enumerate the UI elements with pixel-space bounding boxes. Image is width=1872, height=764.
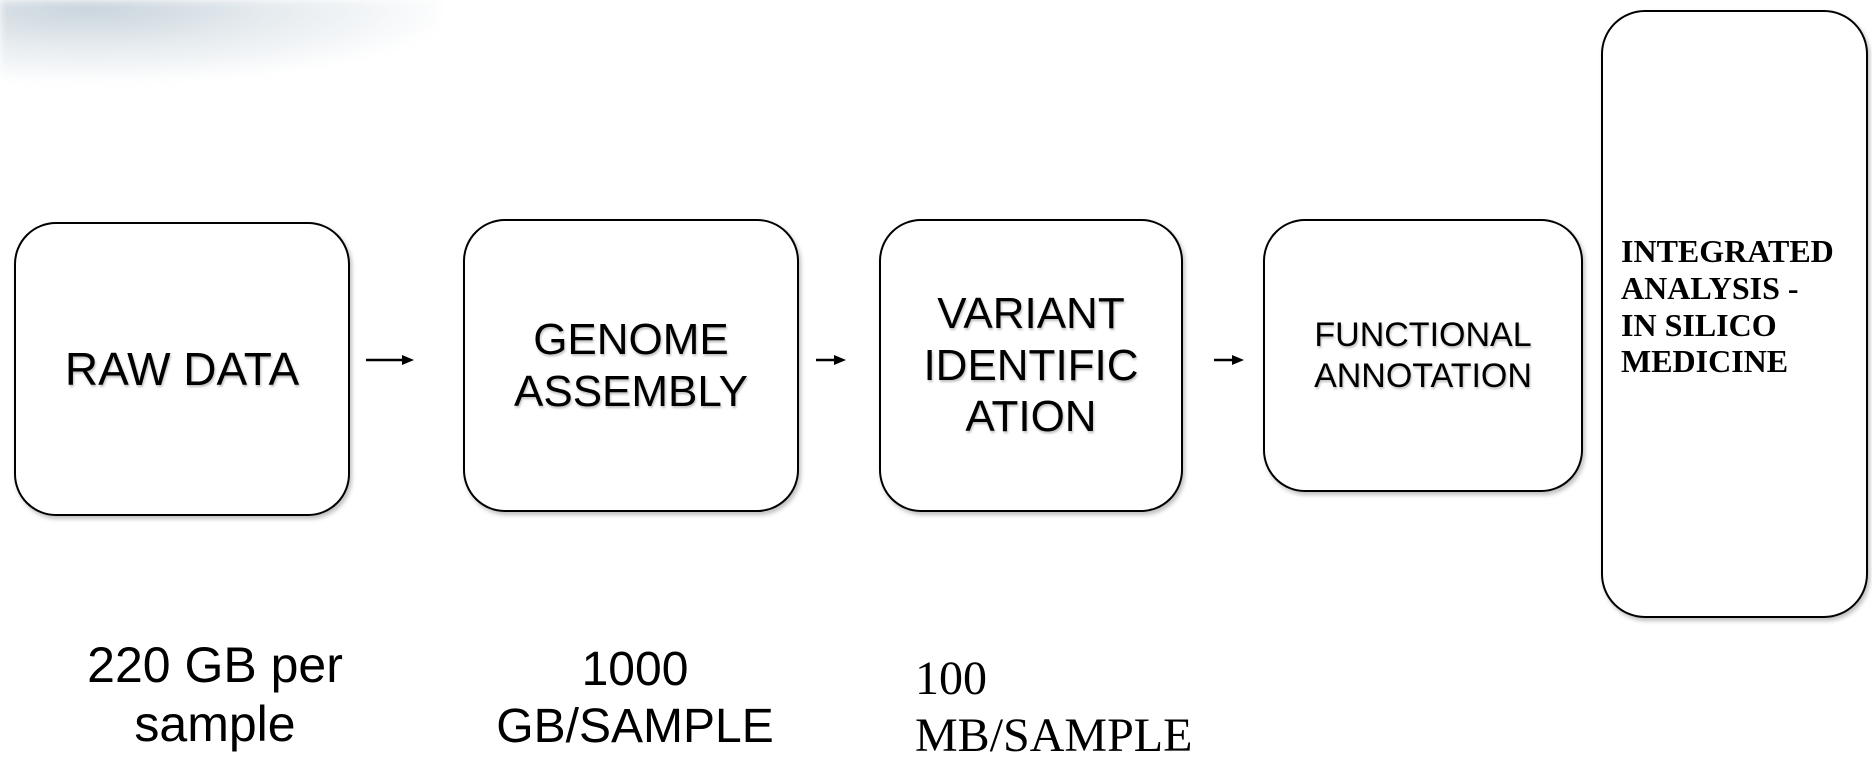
node-genome-assembly-label: GENOME ASSEMBLY <box>514 314 748 416</box>
caption-genome-assembly-size: 1000 GB/SAMPLE <box>496 643 774 753</box>
caption-variant-identification-size: 100 MB/SAMPLE <box>915 652 1193 762</box>
header-decoration <box>0 0 440 80</box>
node-genome-assembly: GENOME ASSEMBLY <box>463 219 799 512</box>
arrow-variant-to-functional <box>1214 355 1244 365</box>
arrow-genome-to-variant <box>816 355 846 365</box>
node-variant-identification: VARIANT IDENTIFIC ATION <box>879 219 1183 512</box>
node-integrated-analysis: INTEGRATED ANALYSIS - IN SILICO MEDICINE <box>1601 10 1868 618</box>
node-functional-annotation: FUNCTIONAL ANNOTATION <box>1263 219 1583 492</box>
node-functional-annotation-label: FUNCTIONAL ANNOTATION <box>1314 315 1532 395</box>
arrow-raw-to-genome <box>366 355 414 365</box>
node-integrated-analysis-label: INTEGRATED ANALYSIS - IN SILICO MEDICINE <box>1621 233 1834 380</box>
node-raw-data-label: RAW DATA <box>64 343 300 395</box>
node-raw-data: RAW DATA <box>14 222 350 516</box>
caption-raw-data-size: 220 GB per sample <box>87 637 343 752</box>
node-variant-identification-label: VARIANT IDENTIFIC ATION <box>923 288 1139 442</box>
